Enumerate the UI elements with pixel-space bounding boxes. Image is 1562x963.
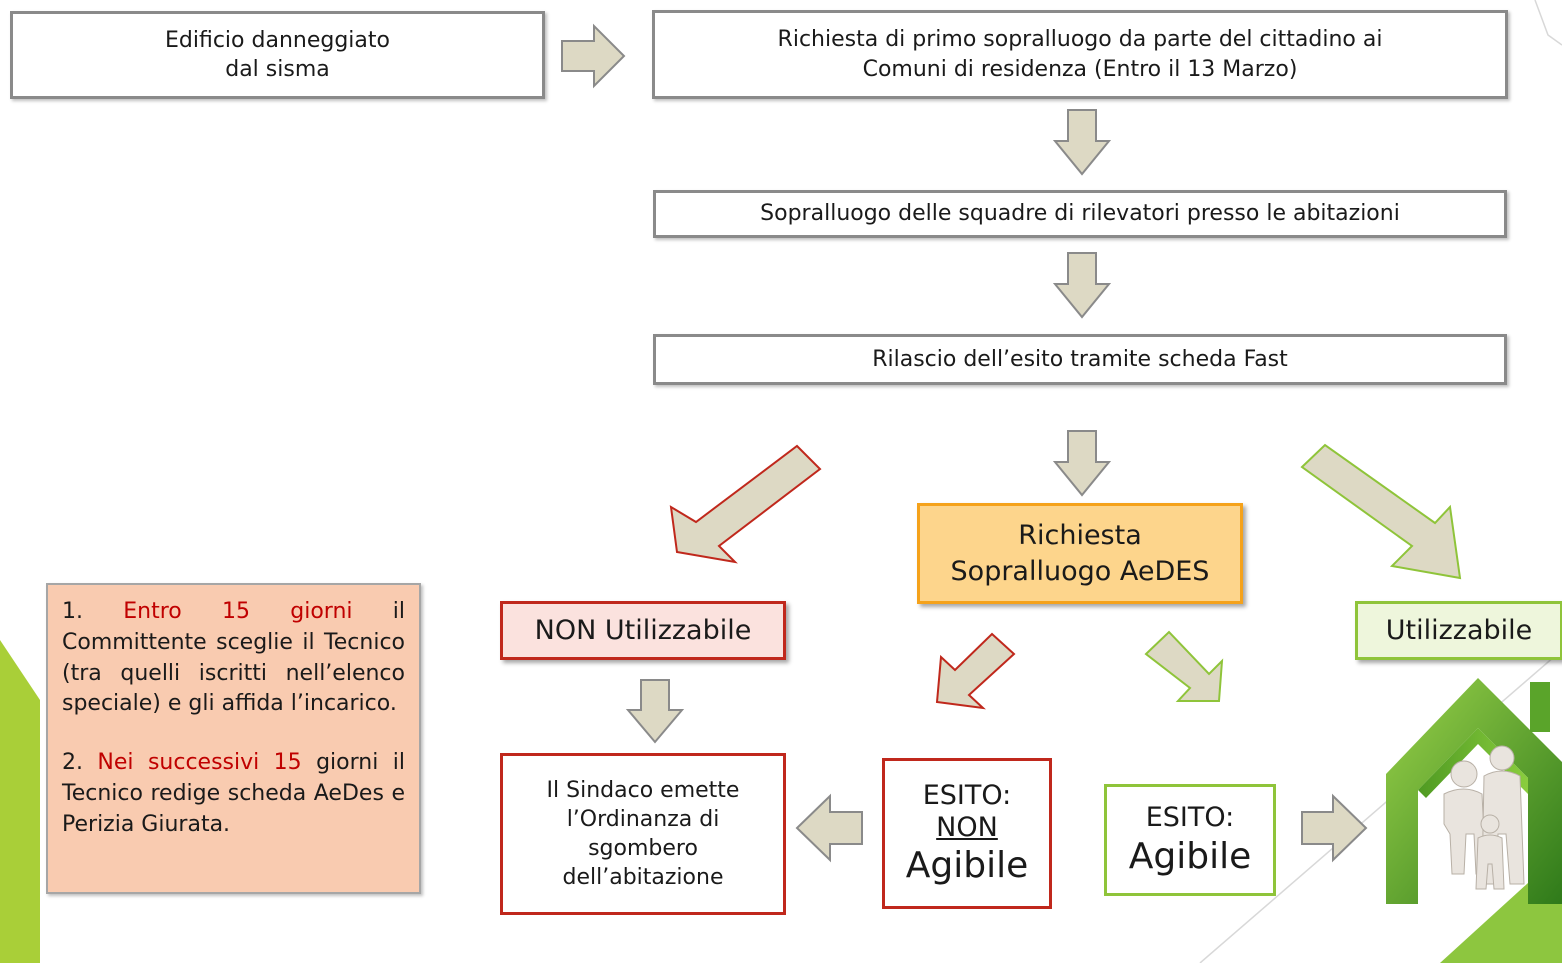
arrow-diag-small-red [935, 632, 1016, 710]
note-p2-highlight: Nei successivi 15 [97, 750, 302, 776]
box-sindaco-ordinanza: Il Sindaco emette l’Ordinanza di sgomber… [500, 753, 786, 915]
box-esito-non-agibile: ESITO: NON Agibile [882, 758, 1052, 909]
arrow-right-2 [1301, 793, 1368, 863]
arrow-down-2 [1052, 252, 1112, 319]
box-richiesta-aedes: Richiesta Sopralluogo AeDES [917, 503, 1243, 604]
arrow-left-1 [795, 793, 863, 863]
note-paragraph-2: 2. Nei successivi 15 giorni il Tecnico r… [62, 748, 405, 840]
box-rilascio-esito-text: Rilascio dell’esito tramite scheda Fast [872, 346, 1288, 372]
note-p1-text: il Committente sceglie il Tecnico (tra q… [62, 599, 405, 717]
note-p2-text: giorni il Tecnico redige scheda AeDes e … [62, 750, 405, 837]
esito-agibile-word: Agibile [1128, 836, 1252, 878]
arrow-down-4 [625, 679, 685, 744]
box-rilascio-esito: Rilascio dell’esito tramite scheda Fast [653, 334, 1507, 385]
esito-agibile-label: ESITO: [1145, 801, 1235, 833]
note-paragraph-1: 1. Entro 15 giorni il Committente scegli… [62, 597, 405, 720]
esito-non-label: ESITO: [922, 779, 1012, 811]
left-green-accent [0, 640, 40, 963]
box-edificio-text: Edificio danneggiato dal sisma [165, 27, 390, 82]
decor-line-top [1534, 0, 1562, 46]
box-esito-agibile: ESITO: Agibile [1104, 784, 1276, 896]
esito-non-agibile-word: Agibile [905, 845, 1029, 887]
box-edificio-danneggiato: Edificio danneggiato dal sisma [10, 11, 545, 99]
arrow-diag-small-green [1144, 630, 1224, 702]
esito-non-word: NON [936, 811, 998, 843]
box-richiesta-primo-sopralluogo: Richiesta di primo sopralluogo da parte … [652, 10, 1508, 99]
box-utilizzabile-text: Utilizzabile [1385, 614, 1533, 646]
arrow-diag-long-red [669, 444, 822, 564]
arrow-diag-long-green [1300, 443, 1462, 580]
note-p2-number: 2. [62, 750, 83, 776]
box-non-utilizzabile: NON Utilizzabile [500, 601, 786, 660]
note-p1-highlight: Entro 15 giorni [123, 599, 353, 624]
box-sopralluogo-squadre: Sopralluogo delle squadre di rilevatori … [653, 190, 1507, 238]
note-p1-number: 1. [62, 599, 83, 624]
box-richiesta-primo-text: Richiesta di primo sopralluogo da parte … [777, 27, 1383, 82]
box-richiesta-aedes-text: Richiesta Sopralluogo AeDES [950, 519, 1210, 587]
house-family-icon [1386, 678, 1562, 904]
arrow-down-1 [1052, 109, 1112, 176]
box-utilizzabile: Utilizzabile [1355, 601, 1562, 660]
note-box: 1. Entro 15 giorni il Committente scegli… [46, 583, 421, 894]
box-non-utilizzabile-text: NON Utilizzabile [534, 614, 752, 646]
arrow-right-1 [561, 23, 626, 89]
box-sopralluogo-squadre-text: Sopralluogo delle squadre di rilevatori … [760, 201, 1400, 227]
box-sindaco-text: Il Sindaco emette l’Ordinanza di sgomber… [546, 777, 740, 891]
arrow-down-3 [1052, 430, 1112, 497]
